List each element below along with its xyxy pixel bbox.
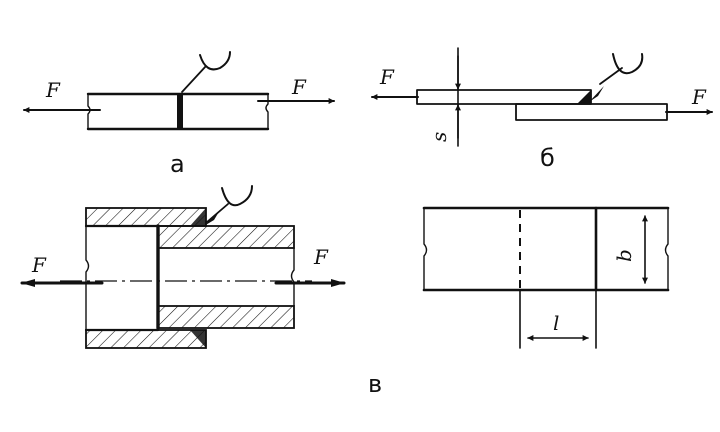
plan-left-break [423, 207, 428, 291]
plan-view-figure: b l [422, 206, 670, 349]
caption-b: б [540, 144, 555, 172]
lap-fillet-weld [577, 90, 591, 104]
tube-weld-arrowhead [204, 210, 220, 226]
caption-a: а [170, 150, 185, 178]
lap-lower-plate [515, 103, 668, 121]
outer-sleeve-bottom-wall [85, 329, 207, 349]
lap-weld-leader [599, 67, 623, 85]
butt-weld-seam [177, 94, 183, 129]
tube-fillet-weld-bottom [190, 330, 206, 348]
dim-label-s: s [427, 132, 451, 142]
butt-joint-figure: F F а [23, 51, 335, 178]
dim-label-b: b [612, 249, 636, 262]
butt-weld-leader [181, 65, 207, 93]
force-label-butt-left: F [45, 78, 61, 102]
lap-joint-figure: s F F б [371, 47, 713, 172]
outer-sleeve-top-wall [85, 207, 207, 227]
tube-fillet-weld-top [190, 208, 206, 226]
tube-joint-figure: F F в [20, 185, 382, 398]
force-label-tube-right: F [313, 245, 329, 269]
inner-tube-bottom-wall [157, 305, 295, 329]
inner-tube-top-wall [157, 225, 295, 249]
lap-weld-symbol [612, 53, 644, 75]
butt-weld-symbol [199, 51, 231, 71]
butt-right-break [265, 93, 269, 130]
lap-upper-plate [416, 89, 592, 105]
butt-left-break [87, 93, 91, 130]
tube-weld-symbol [221, 185, 253, 207]
tube-right-break [290, 247, 295, 307]
caption-c: в [368, 370, 382, 398]
force-label-butt-right: F [291, 75, 307, 99]
dim-label-l: l [553, 311, 559, 335]
force-label-lap-left: F [379, 65, 395, 89]
sleeve-left-break [85, 225, 90, 331]
force-label-tube-left: F [31, 253, 47, 277]
plan-right-break [664, 207, 669, 291]
lap-weld-arrowhead [589, 86, 604, 102]
force-label-lap-right: F [691, 85, 707, 109]
